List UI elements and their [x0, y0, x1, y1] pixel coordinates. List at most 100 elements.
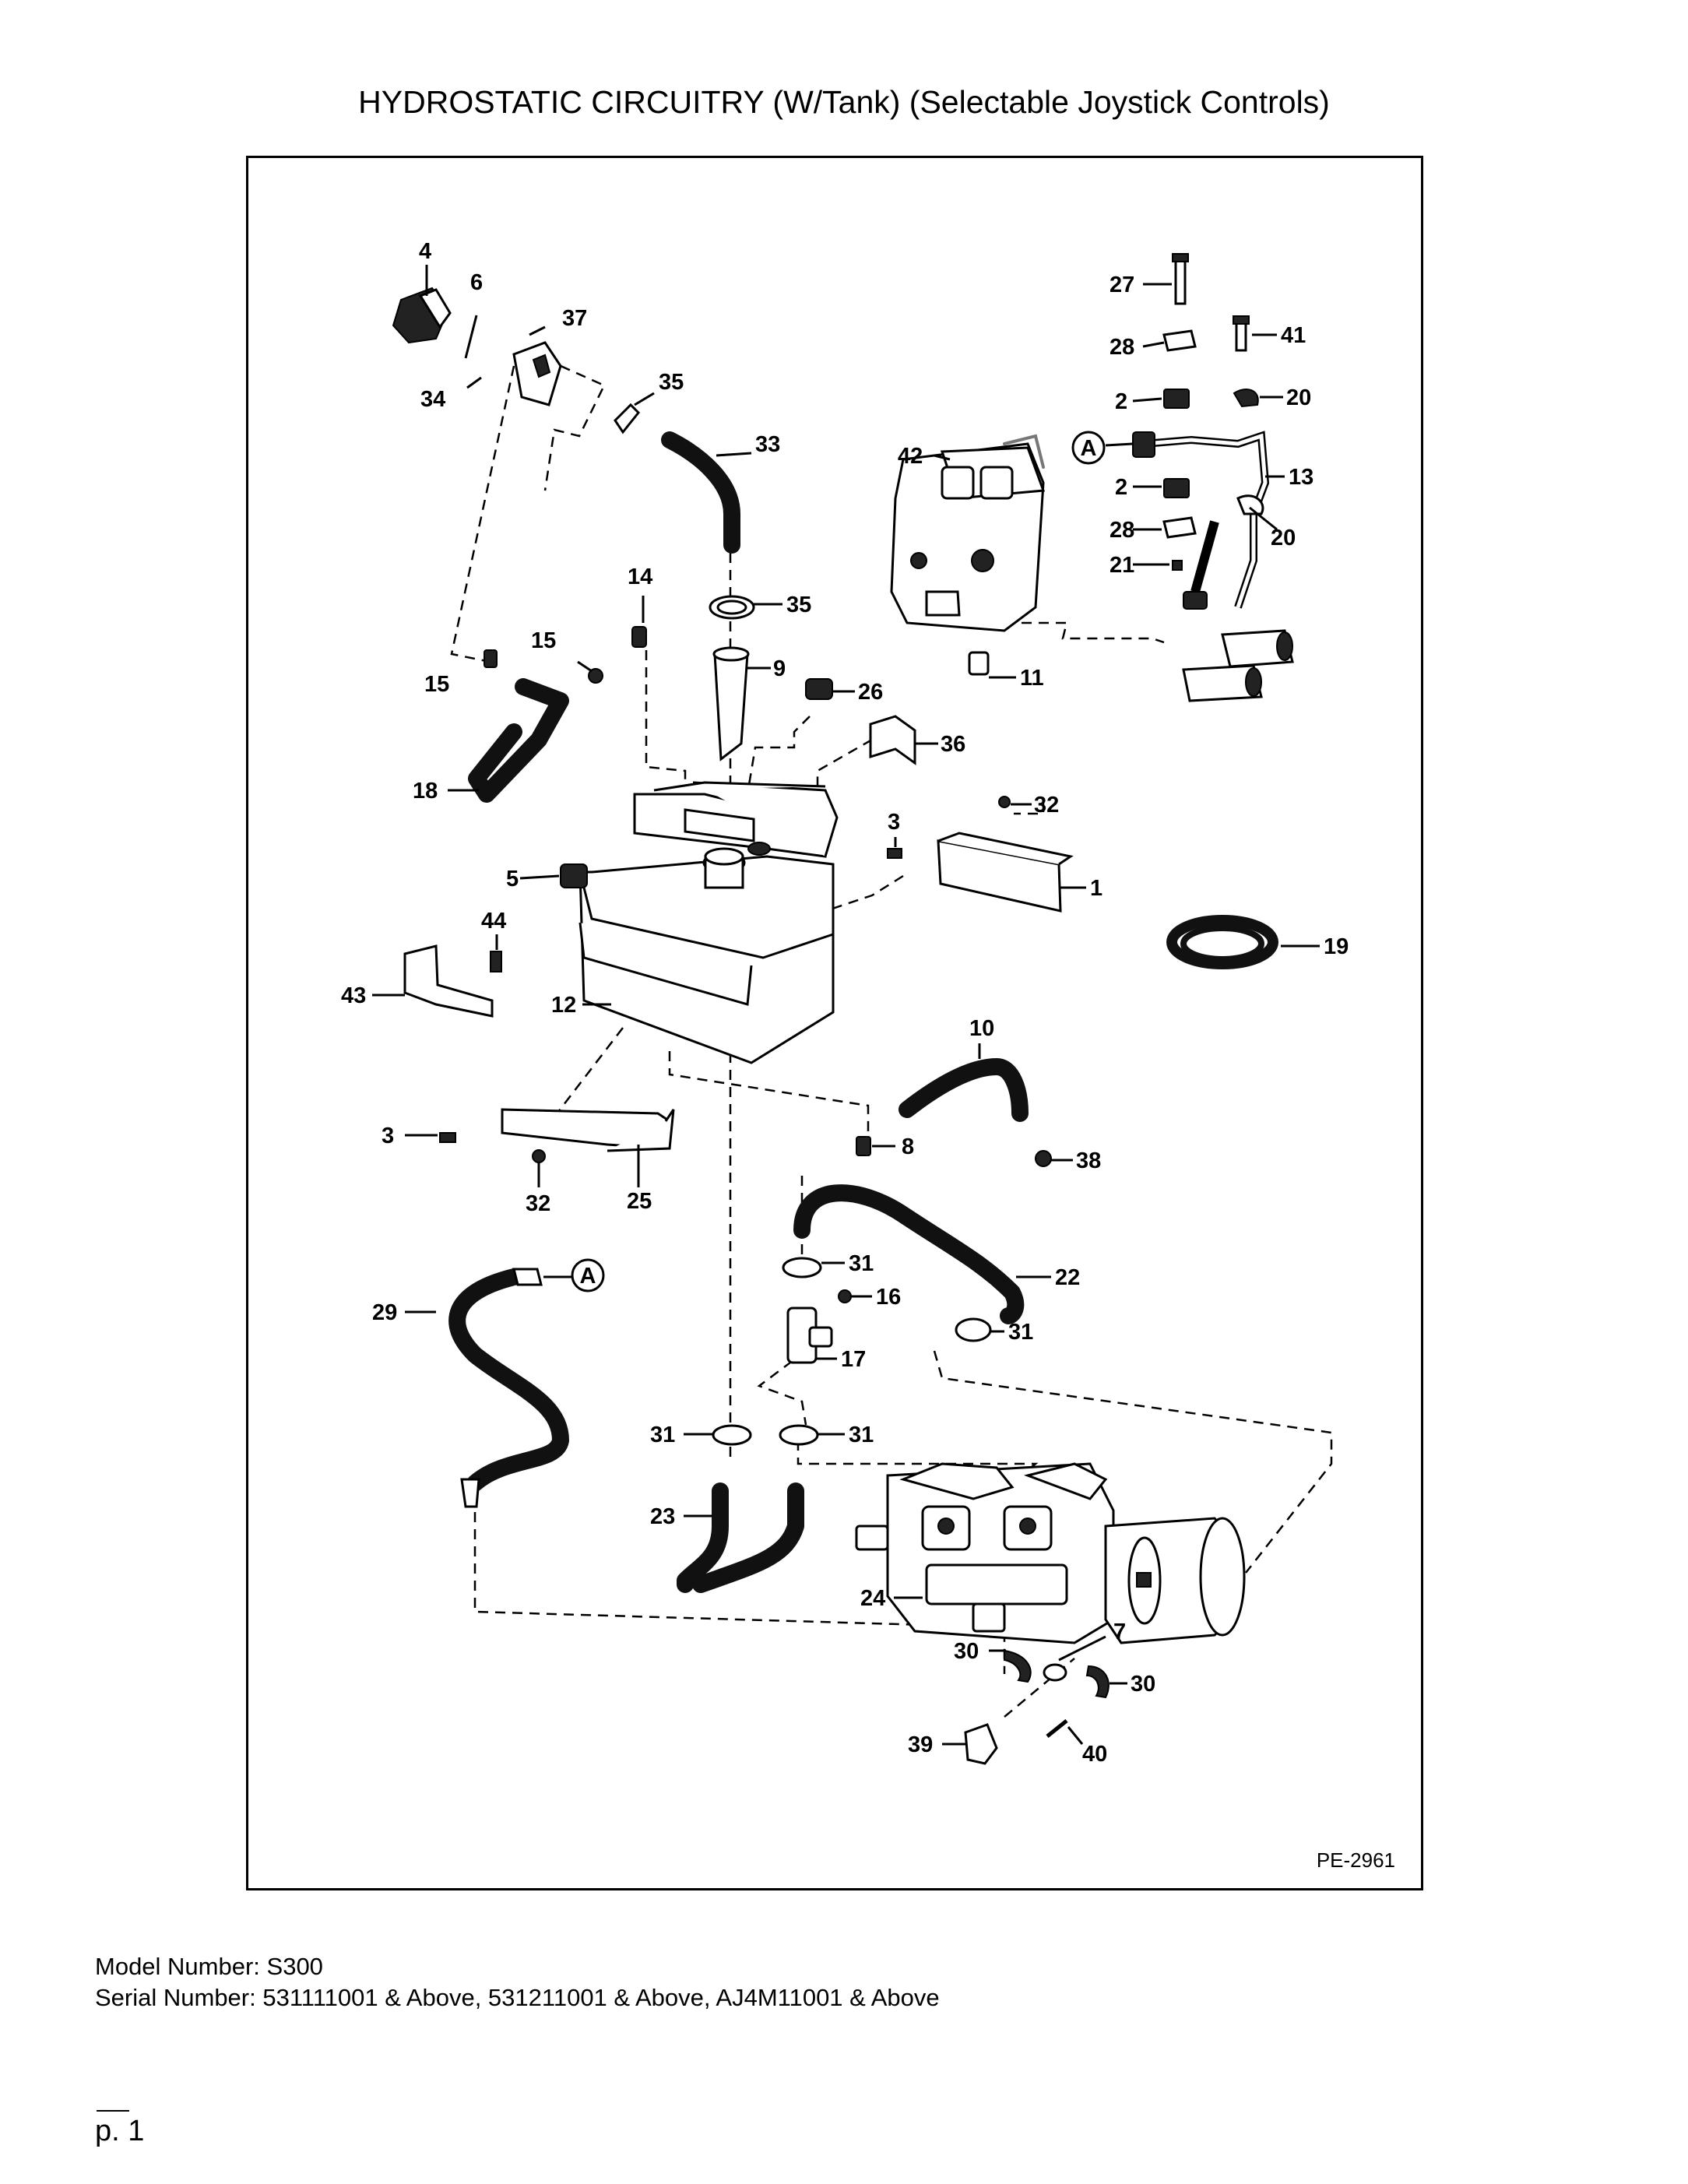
fitting-38: [1035, 1150, 1052, 1167]
callout-5: 5: [506, 867, 519, 892]
callout-22: 22: [1055, 1265, 1080, 1290]
filler-tube-9: [712, 646, 750, 761]
clamp-20-bottom: [1236, 494, 1264, 515]
hydrostatic-pump: [855, 1462, 1115, 1644]
hose-33: [661, 431, 740, 554]
callout-43: 43: [341, 983, 366, 1008]
model-number: Model Number: S300: [95, 1953, 323, 1980]
breather-bracket: [512, 341, 562, 406]
bracket-25: [501, 1108, 675, 1152]
callout-20-bottom: 20: [1271, 526, 1296, 550]
callout-28-top: 28: [1110, 335, 1134, 360]
leader-lines: [372, 265, 1320, 1746]
bolt-40: [1046, 1719, 1068, 1738]
plate-28-bottom: [1162, 516, 1197, 539]
callout-33: 33: [755, 432, 780, 457]
hydraulic-tank: [578, 781, 839, 1064]
fitting-30-left: [1004, 1649, 1032, 1683]
fitting-16: [838, 1289, 852, 1303]
nut-32-bottom: [532, 1149, 546, 1163]
bolt-41: [1233, 315, 1250, 352]
page-title: HYDROSTATIC CIRCUITRY (W/Tank) (Selectab…: [358, 84, 1330, 120]
callout-32-top: 32: [1034, 793, 1059, 818]
callout-13: 13: [1289, 465, 1313, 490]
callout-23: 23: [650, 1504, 675, 1529]
clamp-31-right: [955, 1317, 992, 1342]
callout-18: 18: [413, 779, 438, 804]
callout-3-top: 3: [888, 810, 900, 835]
tee-17: [786, 1307, 833, 1364]
callout-20-top: 20: [1286, 385, 1311, 410]
callout-1: 1: [1090, 876, 1102, 901]
callout-31-lower-left: 31: [650, 1423, 675, 1447]
clamp-2-bottom: [1163, 478, 1190, 498]
fitting-5: [560, 863, 588, 888]
fitting-15: [484, 649, 603, 684]
callout-2-bottom: 2: [1115, 475, 1127, 500]
callout-40: 40: [1082, 1742, 1107, 1767]
callout-8: 8: [902, 1134, 914, 1159]
serial-number: Serial Number: 531111001 & Above, 531211…: [95, 1984, 940, 2011]
callout-30-left: 30: [954, 1639, 979, 1664]
callout-32-bottom: 32: [526, 1191, 550, 1216]
bracket-1: [937, 832, 1074, 913]
callout-3-bottom: 3: [382, 1124, 394, 1148]
bracket-43: [403, 944, 494, 1018]
plug-26: [805, 678, 833, 700]
callout-31-right: 31: [1008, 1320, 1033, 1345]
callout-35-mid: 35: [786, 593, 811, 617]
callout-39: 39: [908, 1732, 933, 1757]
hose-18: [468, 678, 569, 803]
clamp-31-upper: [782, 1257, 822, 1278]
callout-14: 14: [628, 564, 652, 589]
hose-clamp: [614, 403, 641, 434]
callout-26: 26: [858, 680, 883, 705]
bolt-3-bottom: [439, 1132, 456, 1143]
callout-15-right: 15: [531, 628, 556, 653]
oring-7: [1043, 1663, 1067, 1682]
callout-27: 27: [1110, 273, 1134, 297]
callout-11: 11: [1020, 666, 1044, 691]
hose-23: [677, 1482, 804, 1593]
callout-10: 10: [969, 1016, 994, 1041]
clamp-31-lower-right: [779, 1424, 819, 1446]
callout-31-lower-right: 31: [849, 1423, 874, 1447]
hose-10: [899, 1058, 1029, 1122]
connector-mark-a-bottom: A: [543, 1258, 605, 1292]
callout-41: 41: [1281, 323, 1306, 348]
fitting-8: [856, 1136, 871, 1156]
callout-6: 6: [470, 270, 483, 295]
callout-36: 36: [941, 732, 965, 757]
clamp-35: [709, 595, 755, 620]
filler-cap: [392, 287, 452, 344]
callout-34: 34: [420, 387, 445, 412]
cover-36: [869, 715, 916, 765]
fitting-14: [631, 626, 647, 648]
fitting-11: [968, 651, 990, 676]
callout-15-left: 15: [424, 672, 449, 697]
clamp-2-top: [1163, 389, 1190, 409]
bolt-3-top: [887, 848, 902, 859]
control-valve: [890, 434, 1046, 632]
callout-31-upper: 31: [849, 1251, 874, 1276]
callout-7: 7: [1113, 1620, 1126, 1644]
callout-30-right: 30: [1131, 1672, 1155, 1697]
callout-2-top: 2: [1115, 389, 1127, 414]
page-rule: [97, 2110, 129, 2112]
callout-labels: 4 6 37 34 35 33 35 14 15 15 9 26 36 18 3…: [341, 239, 1349, 1767]
callout-37: 37: [562, 306, 587, 331]
tube-13: [1132, 431, 1270, 609]
svg-text:A: A: [1081, 436, 1097, 461]
callout-29: 29: [372, 1300, 397, 1325]
connector-mark-a-top: A: [1071, 431, 1134, 465]
callout-44: 44: [481, 909, 506, 934]
svg-text:A: A: [580, 1264, 596, 1289]
hose-29: [448, 1268, 569, 1508]
bolt-44: [490, 951, 502, 972]
drawing-reference-code: PE-2961: [1317, 1848, 1395, 1872]
page-number: p. 1: [95, 2115, 145, 2147]
clamp-20-top: [1233, 389, 1259, 408]
callout-4: 4: [419, 239, 431, 264]
callout-35-top: 35: [659, 370, 684, 395]
